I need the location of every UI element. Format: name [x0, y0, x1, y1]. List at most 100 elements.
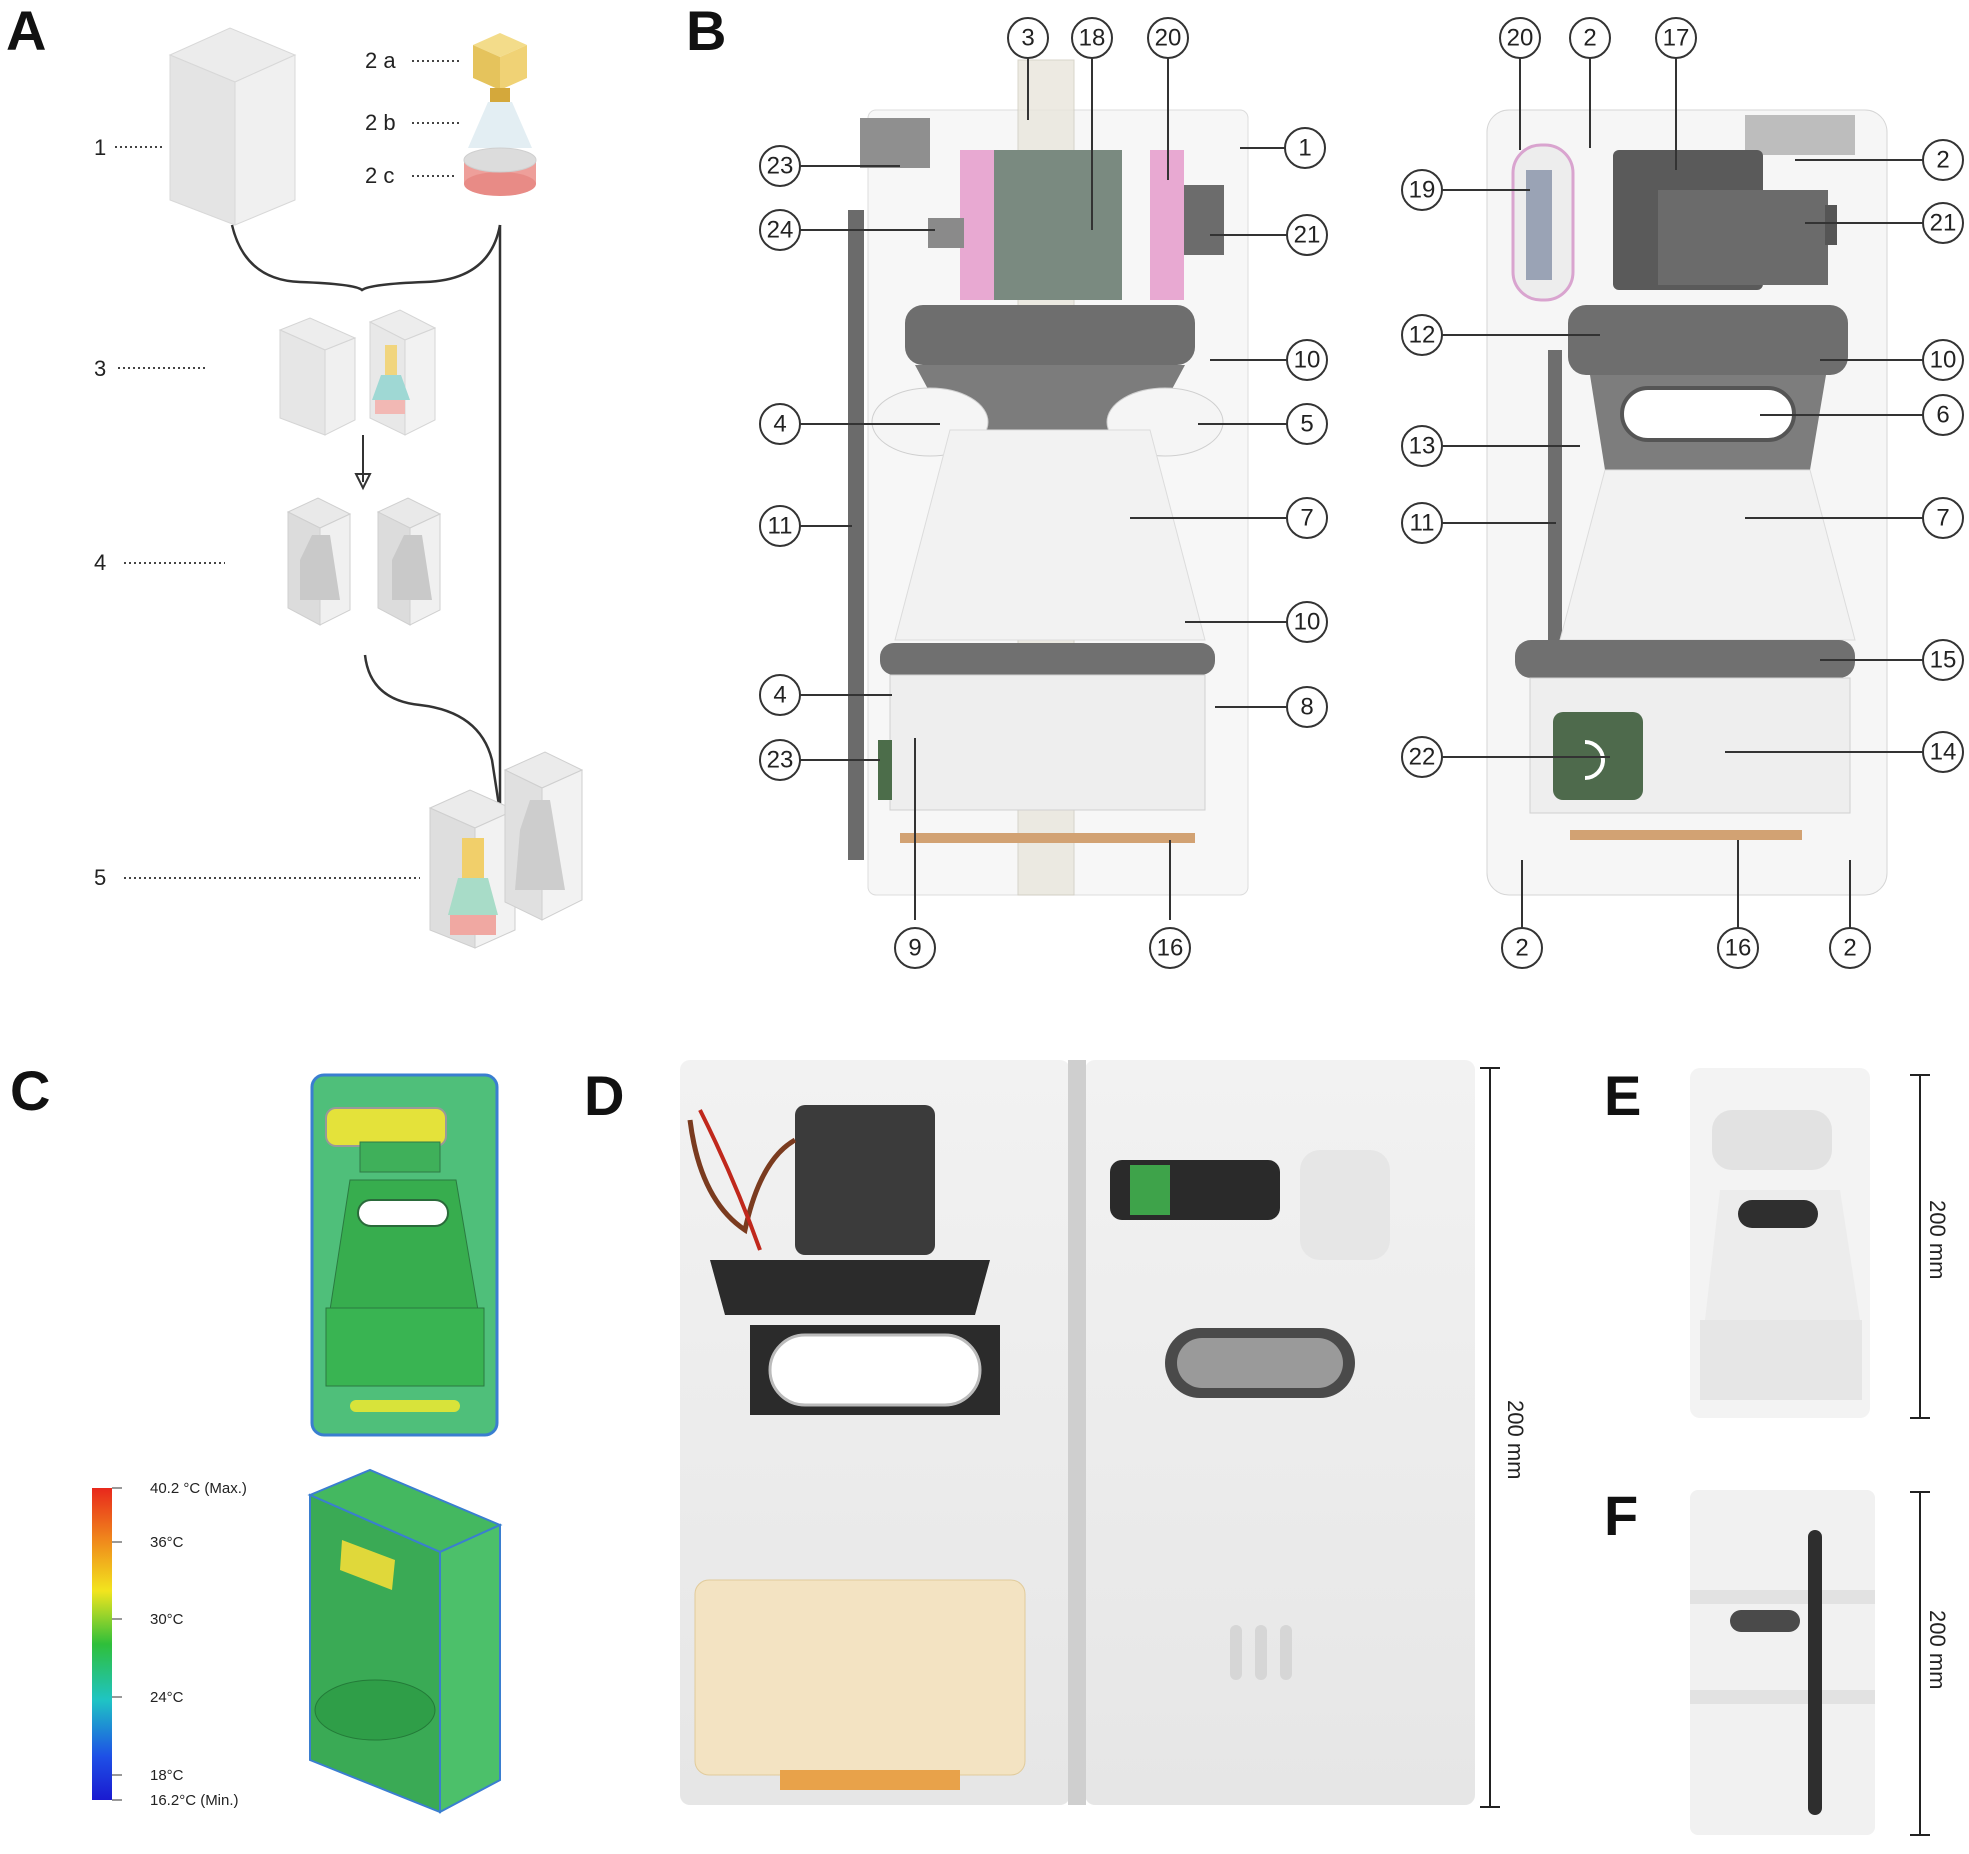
callout: 19 — [1401, 169, 1443, 211]
panel-c-colorbar: 40.2 °C (Max.) 36°C 30°C 24°C 18°C 16.2°… — [92, 1480, 247, 1809]
callout: 2 — [1829, 927, 1871, 969]
svg-text:2: 2 — [1843, 935, 1856, 962]
label-a-2a: 2 a — [365, 48, 396, 73]
callout: 2 — [1501, 927, 1543, 969]
svg-text:8: 8 — [1300, 694, 1313, 721]
svg-text:4: 4 — [773, 411, 786, 438]
panel-letter-d: D — [584, 1064, 624, 1127]
callout: 16 — [1149, 927, 1191, 969]
callout: 11 — [759, 505, 801, 547]
svg-text:11: 11 — [768, 513, 793, 540]
svg-text:23: 23 — [767, 153, 794, 180]
lamp-2a-illustration — [473, 33, 527, 102]
svg-text:22: 22 — [1409, 744, 1436, 771]
panel-f-photo — [1690, 1490, 1875, 1835]
label-a-5: 5 — [94, 865, 106, 890]
svg-text:4: 4 — [773, 682, 786, 709]
callout: 17 — [1655, 17, 1697, 59]
callout: 20 — [1499, 17, 1541, 59]
svg-text:14: 14 — [1930, 739, 1957, 766]
callout: 15 — [1922, 639, 1964, 681]
callout: 13 — [1401, 425, 1443, 467]
callout: 24 — [759, 209, 801, 251]
svg-text:20: 20 — [1155, 25, 1182, 52]
svg-text:16: 16 — [1725, 935, 1752, 962]
callout: 5 — [1286, 403, 1328, 445]
svg-text:9: 9 — [908, 935, 921, 962]
callout: 7 — [1922, 497, 1964, 539]
colorbar-max-label: 40.2 °C (Max.) — [150, 1480, 247, 1497]
panel-d-photo — [680, 1060, 1475, 1805]
molds-4-illustration — [286, 497, 442, 626]
panel-c-thermal-iso-view — [307, 1468, 503, 1814]
panel-b-callouts-right: 20 2 17 2 19 21 12 10 6 13 11 7 15 22 14… — [1401, 17, 1964, 969]
colorbar-tick-30: 30°C — [150, 1611, 184, 1628]
svg-text:23: 23 — [767, 747, 794, 774]
callout: 23 — [759, 739, 801, 781]
final-mold-5-illustration — [428, 751, 584, 949]
panel-b-left-schematic — [848, 59, 1249, 896]
panel-f-scale-bar: 200 mm — [1910, 1491, 1950, 1836]
callout: 10 — [1922, 339, 1964, 381]
dish-2c-illustration — [463, 147, 537, 196]
callout: 21 — [1922, 202, 1964, 244]
panel-letter-c: C — [10, 1059, 50, 1122]
svg-text:10: 10 — [1930, 347, 1957, 374]
svg-text:17: 17 — [1663, 25, 1690, 52]
svg-text:2: 2 — [1936, 147, 1949, 174]
panel-letter-b: B — [686, 0, 726, 62]
panel-a: 1 2 a 2 b 2 c — [94, 27, 584, 949]
callout: 2 — [1569, 17, 1611, 59]
scale-bar-e-label: 200 mm — [1925, 1200, 1950, 1279]
svg-text:7: 7 — [1936, 505, 1949, 532]
svg-text:7: 7 — [1300, 505, 1313, 532]
svg-text:21: 21 — [1930, 210, 1957, 237]
callout: 10 — [1286, 601, 1328, 643]
callout: 22 — [1401, 736, 1443, 778]
svg-text:2: 2 — [1583, 25, 1596, 52]
label-a-2b: 2 b — [365, 110, 396, 135]
svg-text:19: 19 — [1409, 177, 1436, 204]
assembly-3-illustration — [278, 309, 437, 436]
svg-text:5: 5 — [1300, 411, 1313, 438]
colorbar-tick-18: 18°C — [150, 1767, 184, 1784]
callout: 23 — [759, 145, 801, 187]
panel-e-photo — [1690, 1068, 1870, 1418]
cone-2b-illustration — [468, 102, 532, 148]
callout: 4 — [759, 403, 801, 445]
label-a-1: 1 — [94, 135, 106, 160]
svg-text:24: 24 — [767, 217, 794, 244]
svg-text:10: 10 — [1294, 347, 1321, 374]
svg-text:11: 11 — [1410, 510, 1435, 537]
scale-bar-f-label: 200 mm — [1925, 1610, 1950, 1689]
callout: 10 — [1286, 339, 1328, 381]
svg-text:10: 10 — [1294, 609, 1321, 636]
label-a-2c: 2 c — [365, 163, 394, 188]
svg-text:6: 6 — [1936, 402, 1949, 429]
panel-letter-f: F — [1604, 1484, 1638, 1547]
panel-b-right-schematic — [1486, 109, 1888, 896]
svg-text:13: 13 — [1409, 433, 1436, 460]
panel-letter-a: A — [6, 0, 46, 62]
colorbar-tick-24: 24°C — [150, 1689, 184, 1706]
svg-text:20: 20 — [1507, 25, 1534, 52]
callout: 6 — [1922, 394, 1964, 436]
callout: 7 — [1286, 497, 1328, 539]
callout: 11 — [1401, 502, 1443, 544]
callout: 2 — [1922, 139, 1964, 181]
svg-text:1: 1 — [1298, 135, 1311, 162]
callout: 18 — [1071, 17, 1113, 59]
callout: 4 — [759, 674, 801, 716]
svg-text:12: 12 — [1409, 322, 1436, 349]
svg-text:15: 15 — [1930, 647, 1957, 674]
callout: 12 — [1401, 314, 1443, 356]
callout: 21 — [1286, 214, 1328, 256]
svg-text:3: 3 — [1021, 25, 1034, 52]
callout: 16 — [1717, 927, 1759, 969]
svg-text:18: 18 — [1079, 25, 1106, 52]
callout: 3 — [1007, 17, 1049, 59]
scale-bar-d-label: 200 mm — [1503, 1400, 1528, 1479]
svg-text:2: 2 — [1515, 935, 1528, 962]
svg-text:16: 16 — [1157, 935, 1184, 962]
